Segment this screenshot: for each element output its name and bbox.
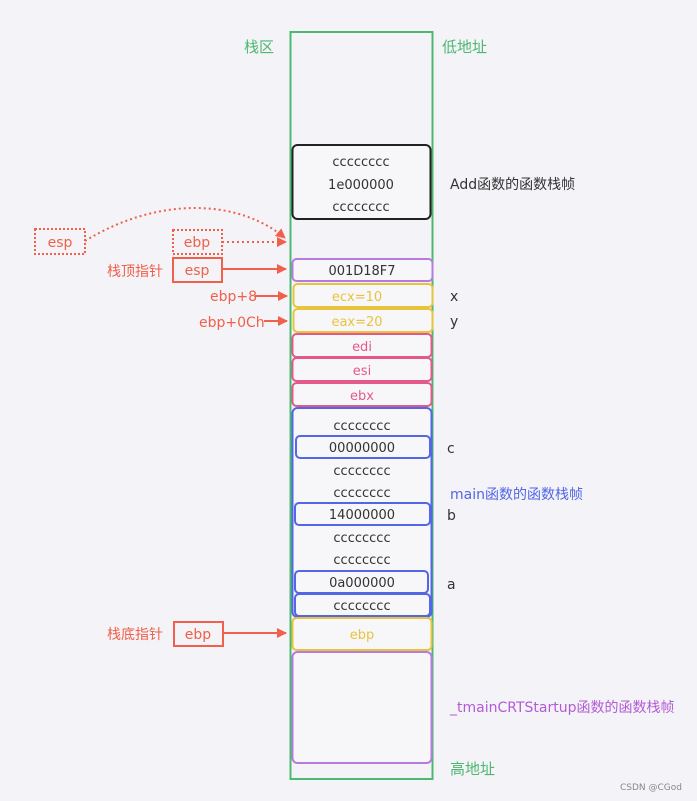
- high-address-label: 高地址: [450, 760, 495, 778]
- esi-value: esi: [353, 364, 371, 379]
- eax-value: eax=20: [331, 315, 382, 330]
- ebx-cell: [291, 382, 433, 407]
- ebp-label: ebp: [185, 627, 212, 643]
- var-c-label: c: [447, 441, 455, 457]
- eax-cell: [292, 308, 434, 333]
- main-frame-row: cccccccc: [333, 599, 390, 614]
- var-a-value: 0a000000: [329, 576, 395, 591]
- add-frame-box: [291, 144, 432, 220]
- esp-dotted-label: esp: [48, 235, 73, 251]
- var-b-label: b: [447, 508, 456, 524]
- main-frame-row: cccccccc: [333, 419, 390, 434]
- stack-column: [289, 31, 434, 780]
- main-frame-row: cccccccc: [333, 553, 390, 568]
- ebp-dotted-label: ebp: [184, 235, 211, 251]
- main-frame-row: cccccccc: [333, 531, 390, 546]
- esp-dotted-arrow: [84, 207, 286, 242]
- param-y-label: y: [450, 314, 458, 330]
- ebx-value: ebx: [350, 389, 374, 404]
- return-address-value: 001D18F7: [328, 264, 395, 279]
- low-address-label: 低地址: [442, 38, 487, 56]
- add-frame-value: 1e000000: [328, 178, 394, 193]
- var-c-value: 00000000: [329, 441, 395, 456]
- edi-value: edi: [352, 340, 372, 355]
- ecx-value: ecx=10: [332, 290, 382, 305]
- esp-label: esp: [185, 263, 210, 279]
- var-b-value: 14000000: [329, 508, 395, 523]
- var-c-cell: [295, 435, 431, 459]
- param-x-label: x: [450, 289, 458, 305]
- add-frame-value: cccccccc: [332, 200, 389, 215]
- var-b-cell: [294, 502, 431, 526]
- add-frame-label: Add函数的函数栈帧: [450, 177, 575, 193]
- ebp-plus-8-label: ebp+8: [210, 289, 257, 305]
- tmain-frame-box: [291, 651, 433, 764]
- main-frame-row: cccccccc: [333, 464, 390, 479]
- esp-dotted-box: [34, 228, 86, 255]
- ecx-cell: [292, 283, 434, 308]
- var-a-label: a: [447, 577, 456, 593]
- saved-ebp-value: ebp: [350, 628, 375, 643]
- stack-bottom-pointer-label: 栈底指针: [107, 627, 163, 643]
- main-frame-bottom-cell: [294, 593, 431, 617]
- tmain-frame-label: _tmainCRTStartup函数的函数栈帧: [449, 700, 674, 716]
- saved-ebp-cell: [291, 617, 433, 651]
- main-frame-row: cccccccc: [333, 486, 390, 501]
- return-address-cell: [291, 258, 434, 282]
- add-frame-value: cccccccc: [332, 155, 389, 170]
- stack-area-label: 栈区: [244, 38, 274, 56]
- watermark: CSDN @CGod: [620, 783, 682, 793]
- ebp-plus-0ch-label: ebp+0Ch: [199, 315, 265, 331]
- stack-top-pointer-label: 栈顶指针: [107, 264, 163, 280]
- main-frame-label: main函数的函数栈帧: [450, 487, 583, 503]
- esi-cell: [291, 357, 433, 382]
